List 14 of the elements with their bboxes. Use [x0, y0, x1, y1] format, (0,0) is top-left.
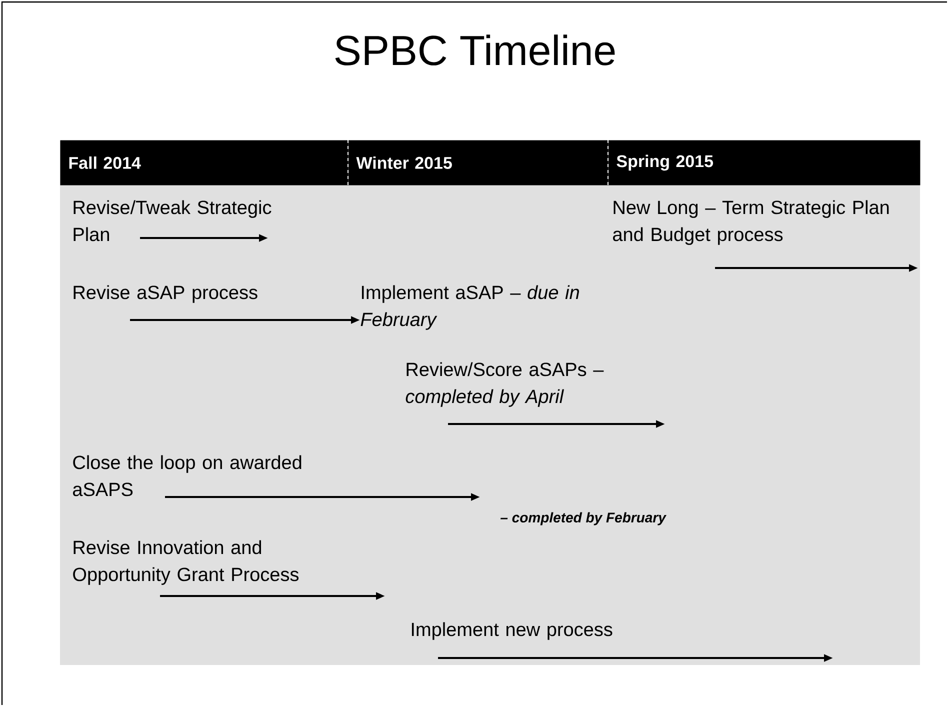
node-label: Winter 2015 — [356, 156, 452, 169]
header-cell: Winter 2015 — [348, 140, 608, 186]
header-cell: Spring 2015 — [608, 140, 920, 186]
task-label: Revise Innovation and Opportunity Grant Process — [73, 540, 299, 585]
task-label: Revise aSAP process — [74, 285, 258, 303]
note-text: – completed by February — [500, 512, 666, 526]
task-label: Review/Score aSAPs – completed by April — [406, 362, 604, 407]
task-label: Revise/Tweak Strategic Plan — [74, 200, 272, 242]
task-label: Close the loop on awarded aSAPS — [73, 455, 302, 496]
header-cell: Fall 2014 — [60, 140, 348, 186]
task-label: Implement new process — [412, 622, 612, 640]
task-label: Implement aSAP – due in February — [360, 285, 579, 330]
title: SPBC Timeline — [335, 34, 615, 66]
task-label: New Long – Term Strategic Plan and Budget process — [613, 200, 889, 245]
